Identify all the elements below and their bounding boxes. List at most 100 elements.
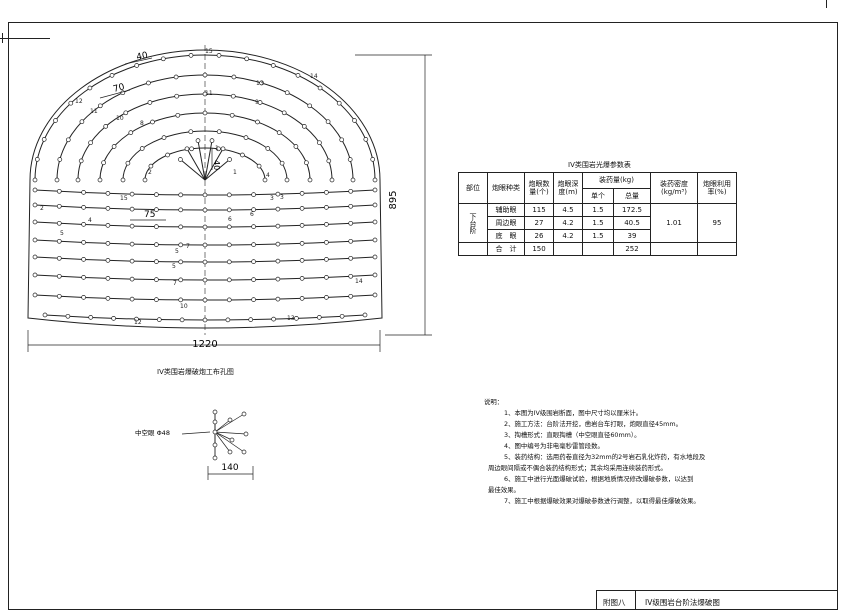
- row-number-label: 13: [287, 315, 295, 322]
- row-number-label: 11: [205, 90, 213, 97]
- cut-ray: [214, 431, 231, 453]
- blast-hole: [299, 191, 305, 196]
- blast-hole: [262, 177, 268, 183]
- blast-hole: [150, 119, 155, 125]
- blast-hole: [284, 177, 290, 183]
- blast-hole: [363, 137, 369, 142]
- blast-hole: [244, 56, 250, 62]
- blast-hole: [202, 72, 208, 78]
- blast-hole: [372, 177, 378, 183]
- cut-ray: [214, 431, 233, 441]
- cut-line: [197, 140, 206, 181]
- blast-hole: [251, 192, 256, 197]
- blast-hole: [32, 292, 38, 298]
- cut-hole: [212, 442, 218, 448]
- blast-hole: [326, 158, 332, 164]
- cut-leader: [181, 431, 211, 435]
- blast-hole: [231, 74, 237, 80]
- note-item: 3、掏槽形式：直眼掏槽（中空眼直径60mm）。: [504, 431, 641, 439]
- blast-hole: [56, 255, 62, 261]
- blast-hole: [251, 242, 256, 247]
- cut-line: [204, 148, 224, 181]
- row-number-label: 12: [134, 319, 142, 326]
- blast-hole: [81, 240, 86, 245]
- blast-hole: [275, 223, 281, 229]
- row-number-label: 7: [186, 243, 190, 250]
- note-item: 6、施工中进行光面爆破试验，根据地质情况修改爆破参数，以达到: [504, 475, 694, 483]
- blast-hole: [105, 276, 111, 281]
- blast-hole: [75, 177, 81, 183]
- blast-hole: [81, 275, 86, 280]
- blast-hole: [348, 255, 354, 261]
- cut-hole: [229, 437, 235, 443]
- blast-hole: [105, 296, 111, 301]
- blast-hole: [284, 90, 290, 96]
- blast-hole: [111, 316, 116, 321]
- total-charge: 252: [613, 242, 651, 256]
- header-hole-type: 炮眼种类: [487, 172, 525, 204]
- blast-hole: [372, 254, 378, 260]
- blast-hole: [256, 163, 262, 169]
- blast-hole: [275, 258, 281, 264]
- row-number-label: 2: [40, 205, 44, 212]
- blast-hole: [178, 157, 183, 162]
- row-number-label: 14: [310, 73, 318, 80]
- drawing-frame: [8, 22, 838, 610]
- blast-hole: [202, 242, 208, 248]
- blast-hole: [81, 295, 86, 300]
- row-number-label: 5: [175, 248, 179, 255]
- header-charge-single: 单个: [582, 187, 614, 204]
- row-number-label: 15: [205, 48, 213, 55]
- row-number-label: 1: [215, 145, 219, 152]
- blast-hole: [97, 177, 103, 183]
- sheet-title: IV级围岩台阶法爆破图: [645, 598, 720, 607]
- cut-line: [180, 159, 206, 181]
- blast-hole: [154, 277, 159, 282]
- layout-caption: IV类围岩爆破炮工布孔图: [157, 368, 234, 376]
- blast-hole: [251, 277, 256, 282]
- blast-hole: [275, 206, 281, 212]
- blast-hole: [105, 206, 111, 211]
- cut-hole: [212, 419, 218, 425]
- row-number-label: 5: [172, 263, 176, 270]
- blast-hole: [81, 222, 86, 227]
- cell-count: 115: [524, 203, 554, 217]
- blast-hole: [129, 258, 135, 264]
- blast-hole: [178, 192, 184, 198]
- blast-hole: [188, 129, 194, 135]
- blast-hole: [103, 124, 109, 129]
- row-number-label: 8: [140, 120, 144, 127]
- blast-hole: [128, 130, 134, 135]
- header-part: 部位: [458, 172, 488, 204]
- blast-hole: [32, 219, 38, 225]
- blast-hole: [226, 207, 232, 213]
- part-cell: 下台阶: [458, 203, 488, 243]
- blast-hole: [324, 295, 329, 300]
- blast-hole: [81, 205, 86, 210]
- blast-hole: [129, 191, 135, 197]
- cut-line: [204, 159, 230, 181]
- notes-title: 说明：: [484, 398, 504, 406]
- blast-hole: [202, 91, 208, 97]
- blast-hole: [216, 146, 221, 152]
- blast-hole: [202, 224, 208, 230]
- row-number-label: 4: [88, 217, 92, 224]
- blast-hole: [105, 241, 111, 246]
- blast-hole: [32, 272, 38, 278]
- blast-hole: [299, 206, 305, 211]
- blast-hole: [78, 158, 84, 164]
- row-number-label: 12: [75, 98, 83, 105]
- dim-height: 895: [388, 190, 399, 209]
- note-item: 7、施工中根据爆破效果对爆破参数进行调整，以取得最佳爆破效果。: [504, 497, 700, 505]
- blast-hole: [265, 146, 271, 151]
- blast-hole: [105, 258, 111, 263]
- cut-ray: [214, 419, 231, 433]
- blast-hole: [97, 103, 103, 109]
- row-number-label: 7: [173, 280, 177, 287]
- spacing-dim-40: [124, 57, 153, 65]
- row-number-label: 4: [266, 172, 270, 179]
- blast-hole: [220, 146, 226, 152]
- header-hole-depth: 炮眼深度(m): [553, 172, 583, 204]
- blasting-parameters-table: 部位 炮眼种类 炮眼数量(个) 炮眼深度(m) 装药量(kg) 装药密度(kg/…: [458, 172, 737, 256]
- blast-hole: [32, 177, 38, 183]
